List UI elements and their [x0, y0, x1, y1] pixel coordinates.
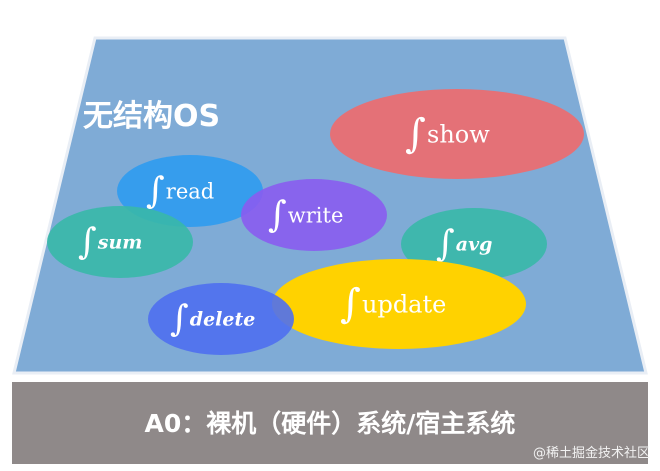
function-show-label: show	[427, 120, 490, 148]
function-read: ∫read	[117, 155, 263, 227]
function-update-label: update	[362, 290, 446, 318]
integral-symbol: ∫	[268, 195, 287, 236]
integral-symbol: ∫	[170, 299, 189, 340]
hardware-base-bar	[12, 382, 648, 464]
function-avg-label: avg	[456, 234, 493, 256]
function-sum-label: sum	[97, 232, 143, 254]
function-sum-ellipse	[47, 206, 193, 278]
integral-symbol: ∫	[78, 222, 97, 263]
integral-symbol: ∫	[405, 111, 426, 157]
watermark: @稀土掘金技术社区	[533, 445, 650, 461]
function-delete: ∫delete	[148, 283, 294, 355]
function-write-ellipse	[241, 179, 387, 251]
base-system-label: A0：裸机（硬件）系统/宿主系统	[145, 409, 516, 438]
function-update: ∫update	[272, 259, 526, 349]
integral-symbol: ∫	[146, 171, 165, 212]
function-show: ∫show	[330, 89, 584, 179]
function-delete-ellipse	[148, 283, 294, 355]
function-read-ellipse	[117, 155, 263, 227]
function-update-ellipse	[272, 259, 526, 349]
function-read-label: read	[166, 179, 214, 203]
function-delete-label: delete	[190, 309, 256, 331]
function-sum: ∫sum	[47, 206, 193, 278]
integral-symbol: ∫	[436, 224, 455, 265]
function-show-ellipse	[330, 89, 584, 179]
function-write-label: write	[288, 203, 344, 227]
function-write: ∫write	[241, 179, 387, 251]
function-ellipses: ∫show∫read∫sum∫write∫avg∫update∫delete	[47, 89, 584, 355]
os-title: 无结构OS	[83, 99, 220, 134]
integral-symbol: ∫	[340, 281, 361, 327]
